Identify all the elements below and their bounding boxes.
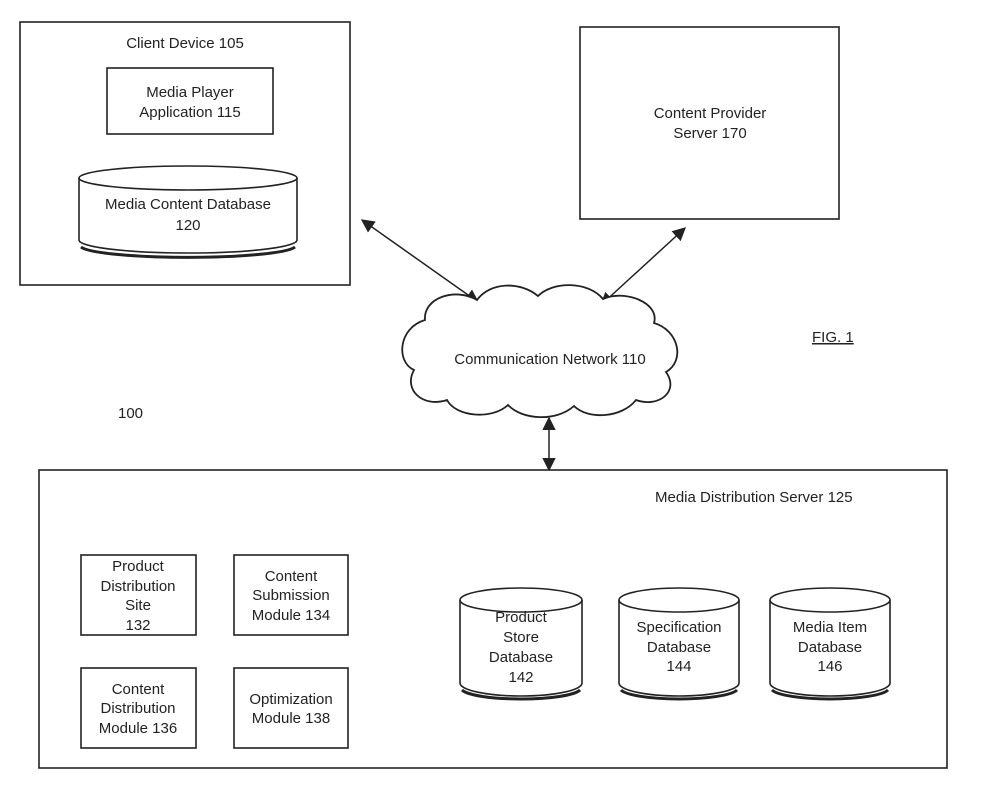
specification-db-label-line1: Specification [636, 619, 721, 636]
product-store-db-label-line2: Store [503, 629, 539, 646]
specification-database: Specification Database 144 [618, 587, 740, 701]
specification-db-label-line3: 144 [666, 658, 691, 675]
arrow-client-network [360, 219, 480, 303]
content-provider-label-line2: Server 170 [673, 125, 746, 142]
media-content-db-label-line1: Media Content Database [105, 196, 271, 213]
media-player-label-line2: Application 115 [139, 104, 240, 121]
communication-network-cloud: Communication Network 110 [401, 284, 679, 419]
media-player-box: Media Player Application 115 [106, 67, 274, 135]
content-provider-label-line1: Content Provider [654, 105, 767, 122]
arrow-provider-network [600, 227, 686, 306]
product-store-database: Product Store Database 142 [459, 587, 583, 701]
media-server-label: Media Distribution Server 125 [655, 489, 853, 506]
media-item-database: Media Item Database 146 [769, 587, 891, 701]
figure-label: FIG. 1 [812, 329, 854, 346]
content-provider-box: Content Provider Server 170 [579, 26, 840, 220]
optimization-module-label-line1: Optimization [249, 691, 332, 708]
product-site-label-line4: 132 [125, 617, 150, 634]
product-store-db-label-line4: 142 [508, 669, 533, 686]
product-store-db-label-line1: Product [495, 609, 548, 626]
media-content-db-label-line2: 120 [175, 217, 200, 234]
system-number-label: 100 [118, 405, 143, 422]
optimization-module-label-line2: Module 138 [252, 710, 330, 727]
distribution-module-label-line1: Content [112, 681, 165, 698]
media-player-label-line1: Media Player [146, 84, 234, 101]
client-device-label: Client Device 105 [126, 35, 244, 52]
media-content-database: Media Content Database 120 [78, 165, 298, 259]
media-item-db-label-line2: Database [798, 639, 862, 656]
optimization-module-box: Optimization Module 138 [233, 667, 349, 749]
submission-module-label-line2: Submission [252, 587, 330, 604]
product-site-label-line3: Site [125, 597, 151, 614]
media-item-db-label-line3: 146 [817, 658, 842, 675]
product-site-label-line1: Product [112, 558, 165, 575]
content-submission-module-box: Content Submission Module 134 [233, 554, 349, 636]
product-distribution-site-box: Product Distribution Site 132 [80, 554, 197, 636]
distribution-module-label-line3: Module 136 [99, 720, 177, 737]
media-item-db-label-line1: Media Item [793, 619, 867, 636]
submission-module-label-line3: Module 134 [252, 607, 330, 624]
product-store-db-label-line3: Database [489, 649, 553, 666]
product-site-label-line2: Distribution [100, 578, 175, 595]
network-label: Communication Network 110 [454, 351, 645, 368]
distribution-module-label-line2: Distribution [100, 700, 175, 717]
specification-db-label-line2: Database [647, 639, 711, 656]
content-distribution-module-box: Content Distribution Module 136 [80, 667, 197, 749]
submission-module-label-line1: Content [265, 568, 318, 585]
